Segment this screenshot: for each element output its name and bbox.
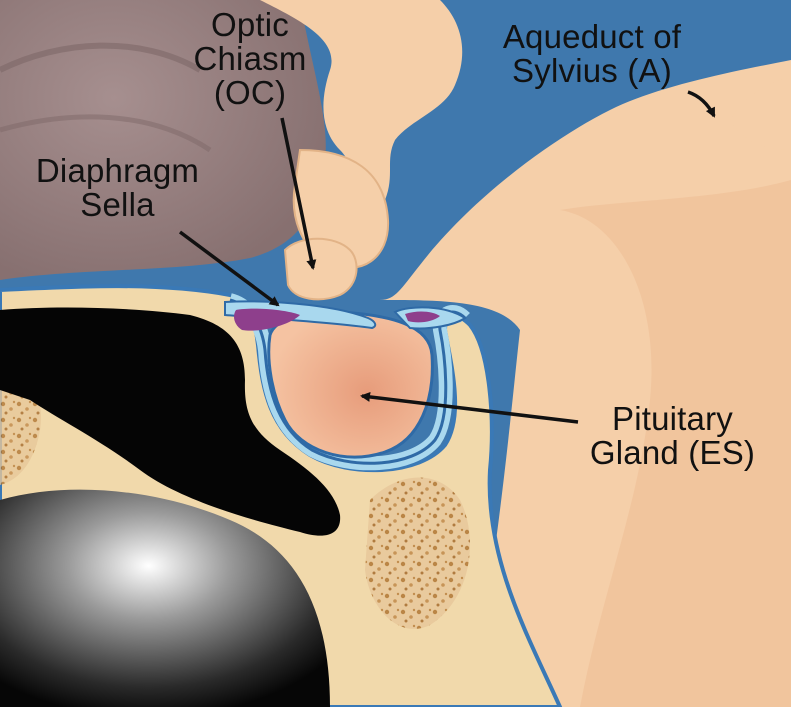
- label-aqueduct-line2: Sylvius (A): [462, 54, 722, 88]
- label-diaphragm-sella: Diaphragm Sella: [10, 154, 225, 222]
- label-pituitary-line1: Pituitary: [570, 402, 775, 436]
- label-diaphragm-line2: Sella: [10, 188, 225, 222]
- label-diaphragm-line1: Diaphragm: [10, 154, 225, 188]
- label-optic-chiasm-line3: (OC): [180, 76, 320, 110]
- label-pituitary-line2: Gland (ES): [570, 436, 775, 470]
- label-optic-chiasm-line1: Optic: [180, 8, 320, 42]
- upper-stalk: [285, 239, 357, 300]
- label-optic-chiasm: Optic Chiasm (OC): [180, 8, 320, 110]
- label-aqueduct-line1: Aqueduct of: [462, 20, 722, 54]
- label-optic-chiasm-line2: Chiasm: [180, 42, 320, 76]
- label-pituitary-gland: Pituitary Gland (ES): [570, 402, 775, 470]
- label-aqueduct: Aqueduct of Sylvius (A): [462, 20, 722, 88]
